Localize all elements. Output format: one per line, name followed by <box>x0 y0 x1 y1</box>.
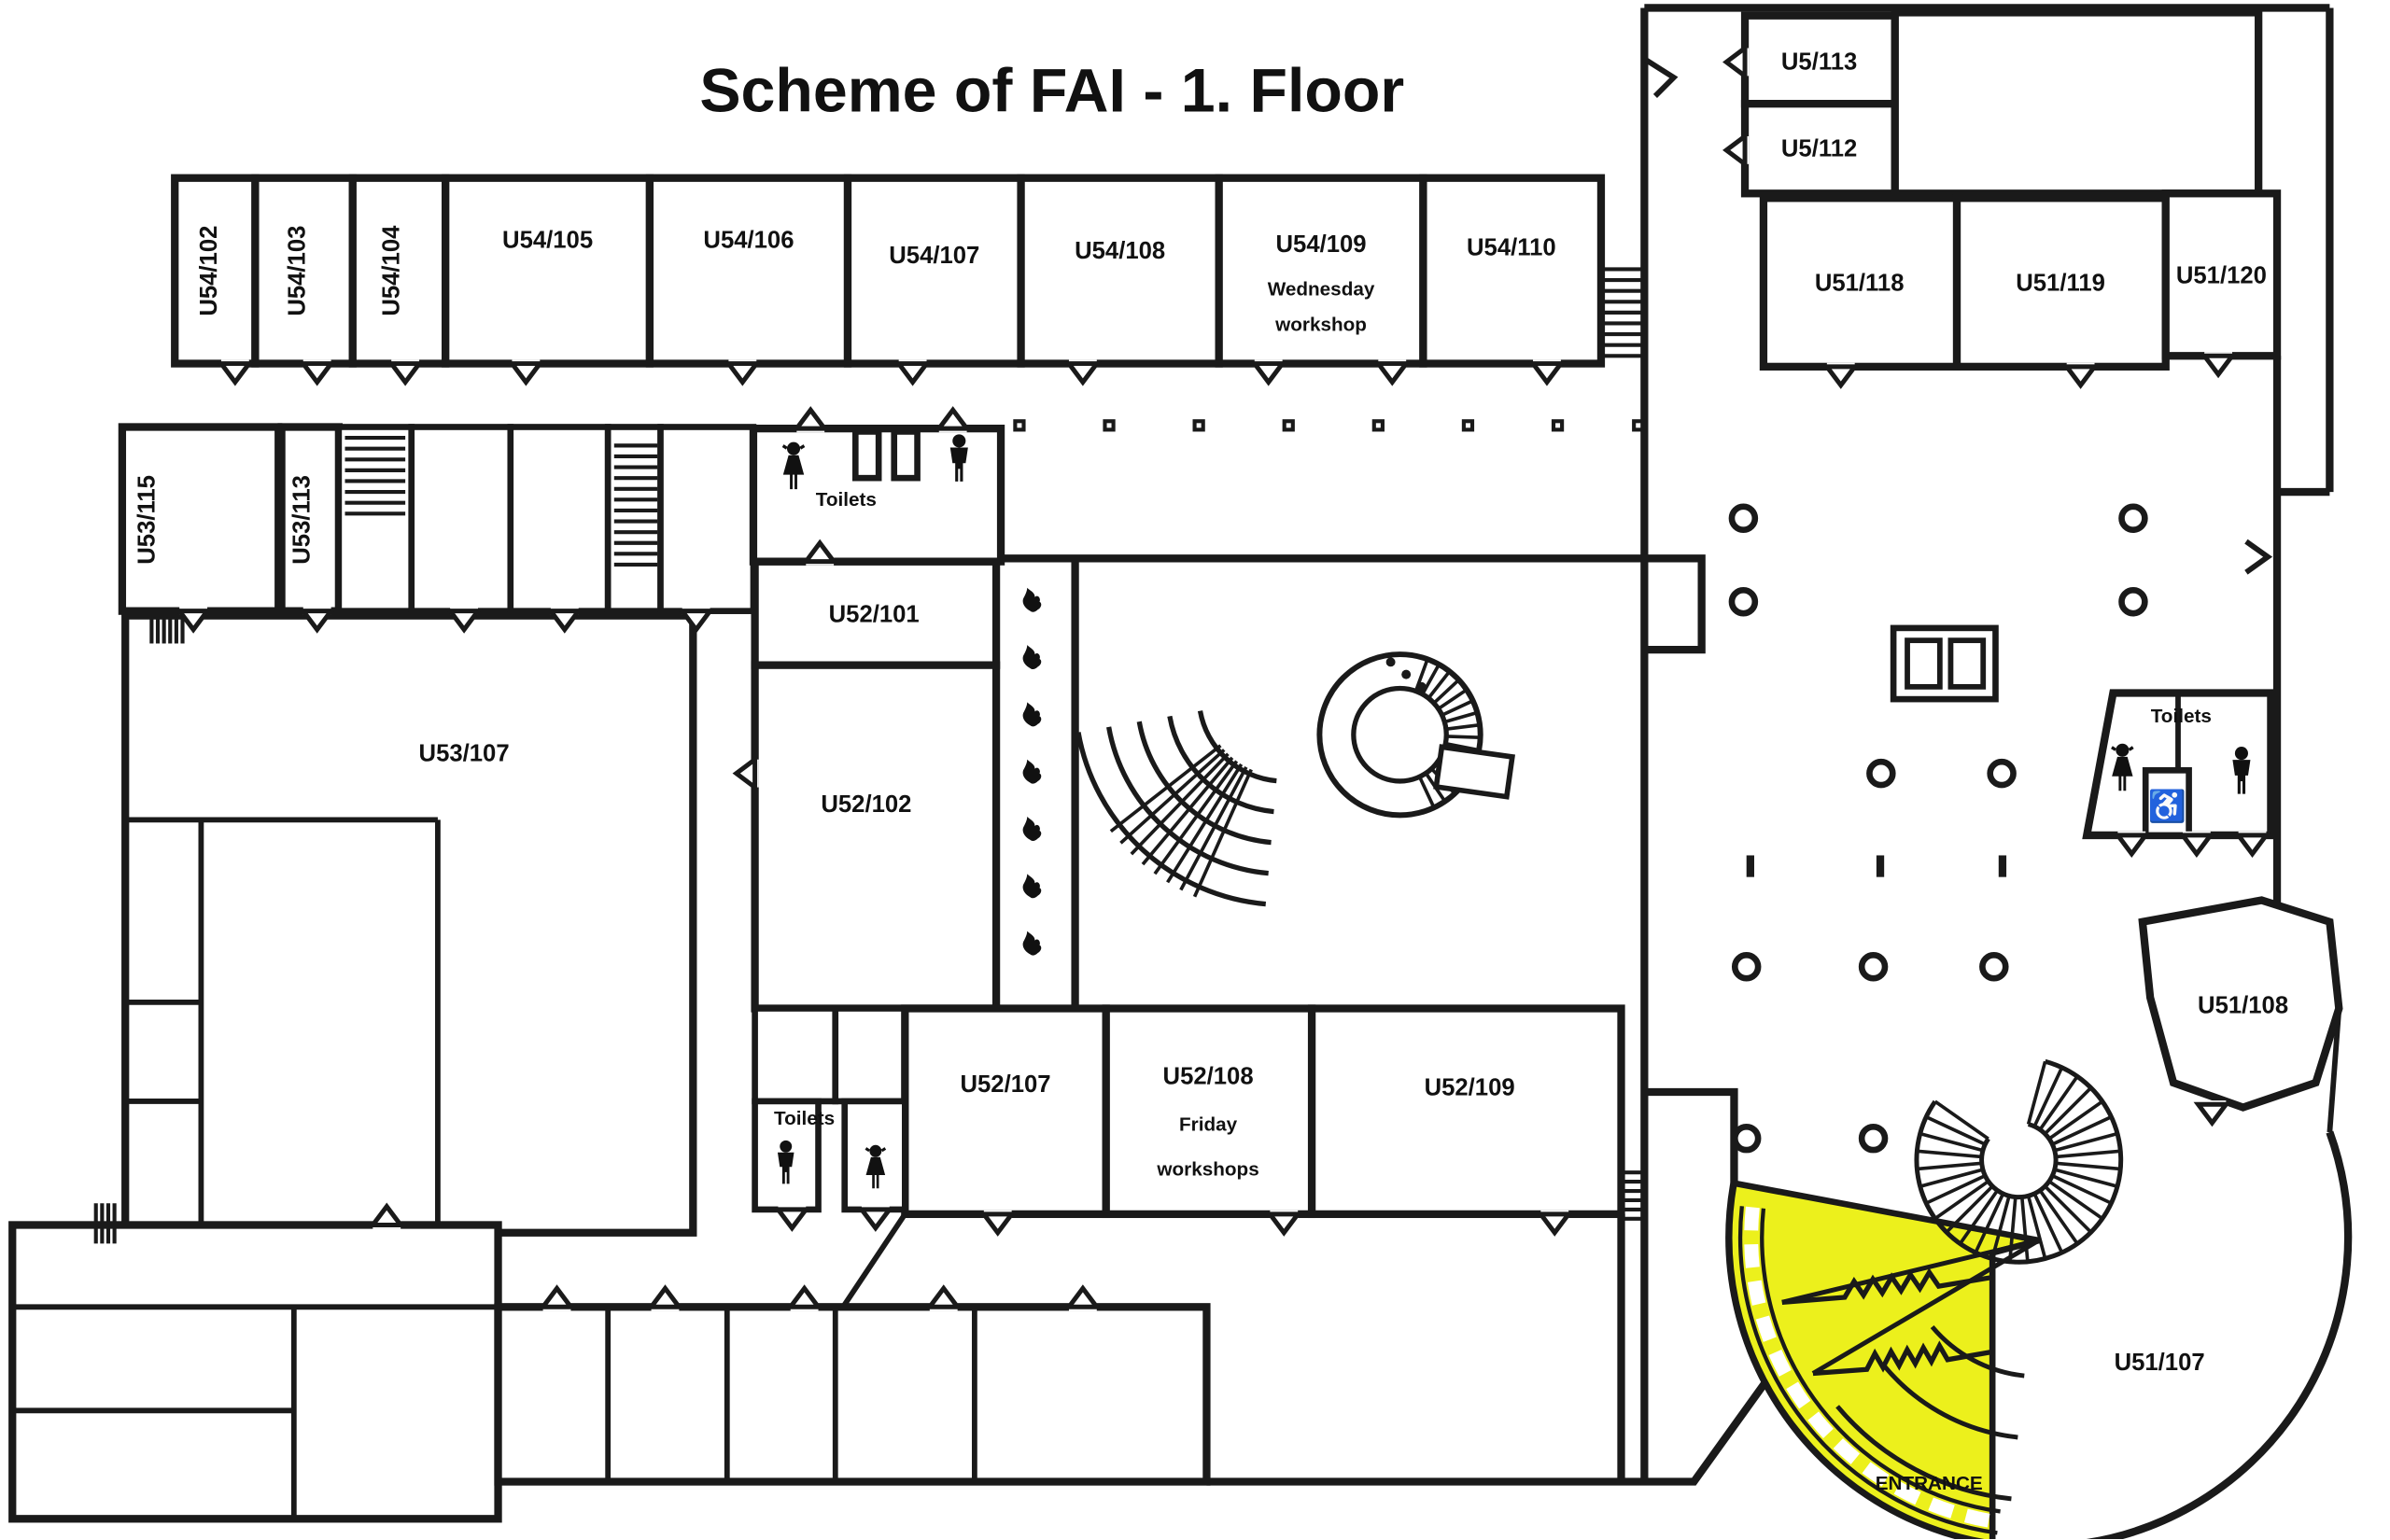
page-title: Scheme of FAI - 1. Floor <box>699 56 1404 125</box>
accessible-toilet-stall <box>2142 767 2192 839</box>
workshop-note: workshop <box>1274 315 1367 336</box>
room-block <box>8 1221 502 1523</box>
toilet-stall <box>891 428 921 482</box>
room-label: U54/108 <box>1075 238 1165 264</box>
room-u53-115 <box>118 423 283 615</box>
workshop-note: Wednesday <box>1268 279 1375 301</box>
room-label: U54/103 <box>284 226 310 316</box>
room-label: U53/113 <box>288 475 315 565</box>
room-u52-109 <box>1307 1004 1625 1219</box>
room-label: U54/106 <box>703 227 794 253</box>
room-label: U54/105 <box>502 227 593 253</box>
room-label: U51/107 <box>2115 1350 2205 1376</box>
toilets-label: Toilets <box>774 1108 835 1129</box>
room-u52-107 <box>901 1004 1110 1219</box>
room-label: U51/118 <box>1815 271 1905 297</box>
room-u54-106 <box>645 174 852 368</box>
room-u54-108 <box>1017 174 1223 368</box>
labels: Scheme of FAI - 1. Floor U54/102 U54/103… <box>134 49 2288 1494</box>
room-label: U54/109 <box>1276 231 1367 258</box>
workshop-note: workshops <box>1156 1158 1258 1180</box>
room-u51-118 <box>1759 194 1961 371</box>
room-label: U51/108 <box>2198 992 2288 1018</box>
room-label: U52/108 <box>1163 1064 1254 1090</box>
room-u52-102 <box>751 661 1001 1013</box>
stairwell <box>335 424 415 614</box>
room-label: U52/107 <box>960 1071 1050 1098</box>
icons: ♿ <box>777 434 2251 1190</box>
room-u52-108-friday-workshops <box>1102 1004 1316 1219</box>
room-label: U53/107 <box>419 740 510 766</box>
walls <box>8 4 2353 1539</box>
room-label: U53/115 <box>134 475 161 565</box>
room-label: U54/110 <box>1467 235 1556 261</box>
room <box>408 424 514 614</box>
room-label: U52/109 <box>1425 1074 1515 1100</box>
toilet-stall <box>851 428 882 482</box>
room-u51-108 <box>2138 896 2343 1112</box>
room-u54-107 <box>843 174 1025 368</box>
room-label: U54/104 <box>378 225 404 316</box>
room <box>657 424 757 614</box>
entrance-label: ENTRANCE <box>1876 1473 1983 1494</box>
room-label: U54/107 <box>889 243 979 269</box>
room-u53-107 <box>121 611 697 1237</box>
room-label: U52/101 <box>829 601 920 627</box>
room-u54-102 <box>171 174 260 368</box>
room-u54-110 <box>1419 174 1606 368</box>
room-label: U52/102 <box>821 791 911 818</box>
room-u54-109-wednesday-workshop <box>1215 174 1427 368</box>
room-label: U54/102 <box>196 226 222 316</box>
room-label: U5/112 <box>1781 136 1857 162</box>
room <box>752 1005 839 1105</box>
toilets-label: Toilets <box>2151 706 2212 727</box>
room-band <box>494 1303 1211 1486</box>
room-u54-105 <box>442 174 654 368</box>
decorations <box>93 267 2148 1535</box>
room-label: U5/113 <box>1781 49 1857 76</box>
room <box>507 424 612 614</box>
toilets-label: Toilets <box>816 489 877 511</box>
wheelchair-icon: ♿ <box>2148 788 2186 824</box>
room <box>1891 8 2263 198</box>
room-label: U51/119 <box>2016 271 2105 297</box>
room-label: U51/120 <box>2176 262 2267 288</box>
workshop-note: Friday <box>1179 1113 1238 1135</box>
